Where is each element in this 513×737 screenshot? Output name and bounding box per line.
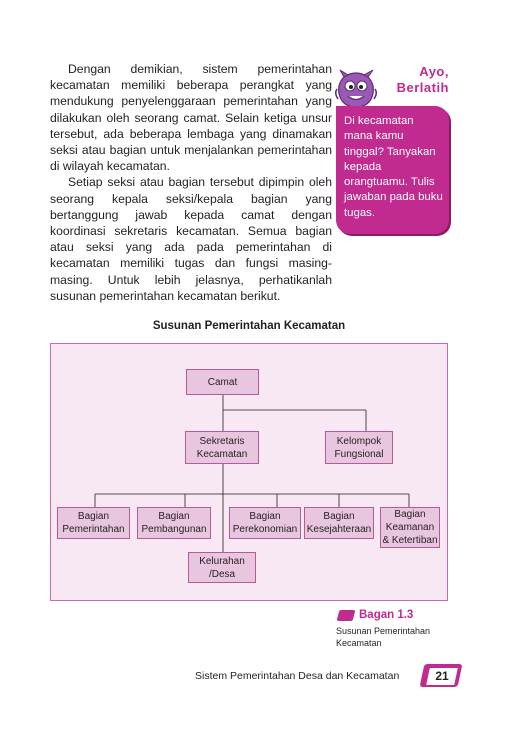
figure-label-text: Bagan 1.3 [359,609,414,621]
node-bagian-2-line1: Bagian [158,511,190,522]
ayo-berlatih-box: Ayo, Berlatih Di kecamatan mana kamu tin… [333,62,449,234]
org-chart-connectors [94,395,410,552]
figure-label: Bagan 1.3 [336,609,414,621]
node-bagian-3-line2: Perekonomian [232,524,298,535]
node-bagian-2-line2: Pembangunan [141,524,207,535]
node-bagian-pembangunan: Bagian Pembangunan [137,507,211,539]
node-bagian-pemerintahan: Bagian Pemerintahan [57,507,130,539]
page-number: 21 [435,669,449,683]
footer-chapter-title: Sistem Pemerintahan Desa dan Kecamatan [195,670,400,682]
node-kelompok-line1: Kelompok [336,435,382,447]
ayo-title-line1: Ayo, [419,64,449,79]
node-bagian-1-line2: Pemerintahan [62,524,125,535]
purple-monster-mascot-icon [334,69,378,108]
node-bagian-4-line2: Kesejahteraan [306,524,372,535]
node-kelompok-fungsional: Kelompok Fungsional [325,431,393,464]
paragraph-1: Dengan demikian, sistem pemerintahan kec… [50,62,332,174]
ayo-text: Di kecamatan mana kamu tinggal? Tanyakan… [344,115,443,219]
figure-tag-icon [336,609,356,621]
paragraph-2: Setiap seksi atau bagian tersebut dipimp… [50,175,332,303]
node-bagian-5-line2: Keamanan [385,522,435,533]
node-bagian-5-line3: & Ketertiban [382,535,438,546]
ayo-title-line2: Berlatih [396,80,449,95]
node-kelurahan-desa: Kelurahan /Desa [188,552,256,583]
node-camat-label: Camat [207,376,238,388]
node-bagian-4-line1: Bagian [323,511,355,522]
ayo-title: Ayo, Berlatih [375,64,449,96]
figure-caption: Susunan Pemerintahan Kecamatan [336,626,431,648]
node-sekretaris-kecamatan: Sekretaris Kecamatan [185,431,259,464]
body-text: Dengan demikian, sistem pemerintahan kec… [50,61,332,304]
node-camat: Camat [186,369,259,395]
org-chart-title: Susunan Pemerintahan Kecamatan [152,320,346,332]
node-bagian-kesejahteraan: Bagian Kesejahteraan [304,507,374,539]
ayo-panel: Di kecamatan mana kamu tinggal? Tanyakan… [336,106,449,234]
node-bagian-perekonomian: Bagian Perekonomian [229,507,301,539]
node-kelompok-line2: Fungsional [334,448,384,460]
node-kelurahan-line1: Kelurahan [199,555,245,567]
node-sekretaris-line1: Sekretaris [199,435,245,447]
node-bagian-1-line1: Bagian [77,511,110,522]
node-bagian-keamanan-ketertiban: Bagian Keamanan & Ketertiban [380,507,440,548]
node-kelurahan-line2: /Desa [208,568,236,580]
page-number-badge: 21 [419,664,463,687]
node-bagian-5-line1: Bagian [394,509,426,520]
node-sekretaris-line2: Kecamatan [196,448,248,460]
org-chart: Camat Sekretaris Kecamatan Kelompok Fung… [50,343,448,601]
node-bagian-3-line1: Bagian [249,511,281,522]
